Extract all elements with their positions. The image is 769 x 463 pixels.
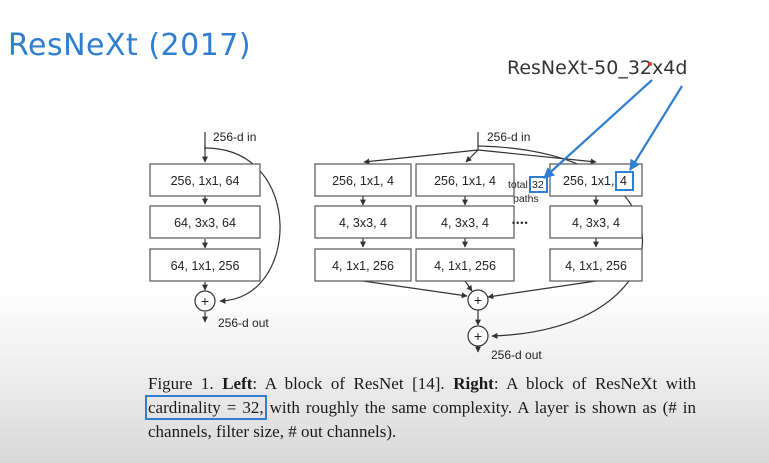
total-value-highlight <box>529 176 548 193</box>
total-value: 32 <box>532 179 544 191</box>
resnext-layer-label: 4, 1x1, 256 <box>332 259 394 273</box>
resnext-layer-box <box>415 205 515 239</box>
resnext-sum-node <box>467 289 489 311</box>
figure-caption: Figure 1. Left: A block of ResNet [14]. … <box>145 374 697 441</box>
resnext-layer-label: 256, 1x1, 4 <box>332 174 394 188</box>
resnet-sum-symbol: + <box>201 293 209 309</box>
group-width-highlight <box>615 171 634 191</box>
group-width-value: 4 <box>620 174 627 188</box>
resnet-output-label: 256-d out <box>218 316 269 330</box>
resnext-shortcut-sum-symbol: + <box>474 328 482 344</box>
resnet-layer-box <box>149 205 261 239</box>
resnext-layer-label: 4, 3x3, 4 <box>572 216 620 230</box>
paths-label: paths <box>513 193 539 205</box>
ellipsis: •••• <box>512 218 529 228</box>
resnet-layer-label: 64, 1x1, 256 <box>171 259 240 273</box>
resnext-output-label: 256-d out <box>491 348 542 362</box>
resnet-layer-label: 256, 1x1, 64 <box>171 174 240 188</box>
resnext-sum-symbol: + <box>474 292 482 308</box>
resnext-layer-box <box>549 205 643 239</box>
callout-dot <box>648 62 652 66</box>
total-label: total <box>508 179 528 191</box>
resnext-layer-label: 4, 3x3, 4 <box>441 216 489 230</box>
callout-arrows <box>543 79 683 179</box>
resnext-shortcut-sum-node <box>467 325 489 347</box>
resnext-input-label: 256-d in <box>487 130 530 144</box>
resnext-layer-label: 4, 3x3, 4 <box>339 216 387 230</box>
resnext-layer-box <box>415 163 515 197</box>
resnext-layer-label: 4, 1x1, 256 <box>434 259 496 273</box>
resnext-layer-box <box>415 248 515 282</box>
resnext-layer-label: 256, 1x1, <box>563 174 614 188</box>
callout-label: ResNeXt-50_32x4d <box>507 57 688 79</box>
resnext-connectors <box>360 132 643 353</box>
resnext-layer-box <box>314 248 412 282</box>
cardinality-highlight: cardinality = 32, <box>145 395 267 420</box>
resnext-layer-label: 256, 1x1, 4 <box>434 174 496 188</box>
resnet-sum-node <box>194 290 216 312</box>
resnext-layer-label: 4, 1x1, 256 <box>565 259 627 273</box>
resnet-input-label: 256-d in <box>213 130 256 144</box>
resnet-layer-label: 64, 3x3, 64 <box>174 216 236 230</box>
resnext-layer-box <box>314 163 412 197</box>
resnet-layer-box <box>149 163 261 197</box>
resnet-block <box>202 132 281 323</box>
resnet-layer-box <box>149 248 261 282</box>
slide-title: ResNeXt (2017) <box>8 28 252 63</box>
resnext-layer-box <box>549 248 643 282</box>
resnext-layer-box <box>314 205 412 239</box>
